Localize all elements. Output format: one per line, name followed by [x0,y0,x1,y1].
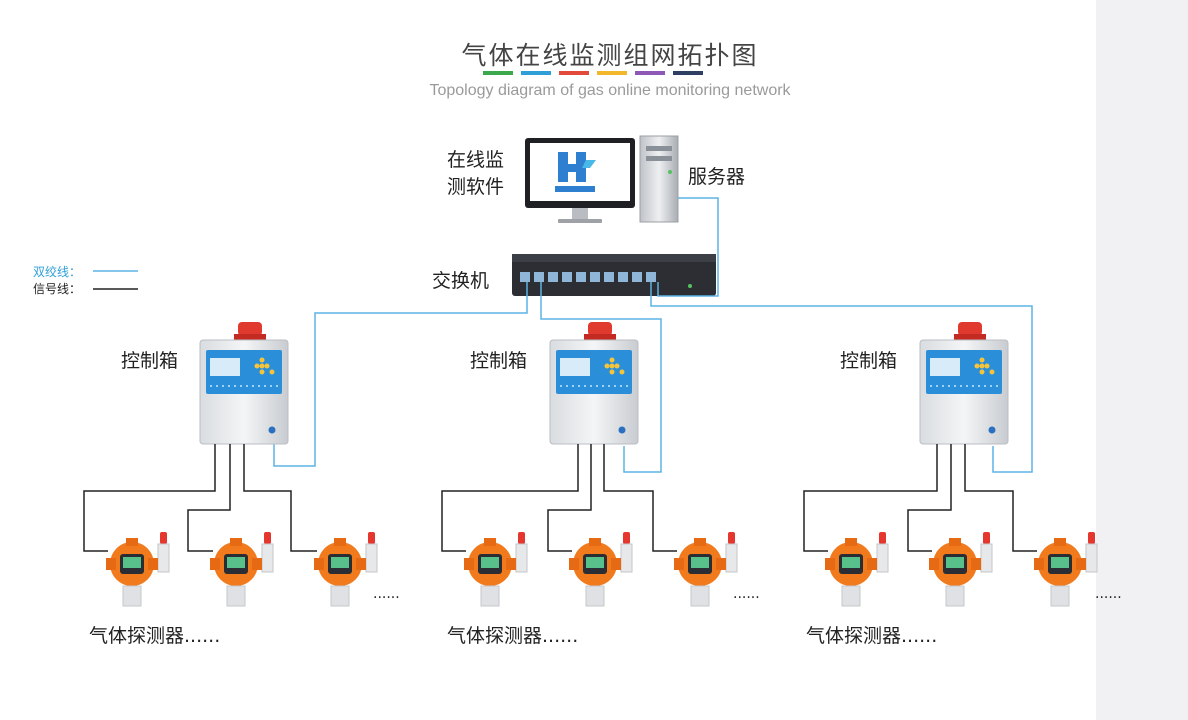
gas-detector-3-1 [824,531,889,607]
control-box-2 [549,321,639,445]
title-bar-6 [673,71,703,75]
page-subtitle: Topology diagram of gas online monitorin… [429,82,791,99]
title-bar-2 [521,71,551,75]
gas-detector-2-1 [463,531,528,607]
detector-label-1: 气体探测器...... [89,625,221,647]
gas-detector-3-2 [928,531,993,607]
page-title: 气体在线监测组网拓扑图 [461,41,759,70]
control-box-label-3: 控制箱 [840,350,898,372]
legend-signal-label: 信号线： [33,282,82,296]
server-icon [639,135,679,223]
switch-label: 交换机 [432,270,490,292]
gas-detector-2-2 [568,531,633,607]
title-bar-4 [597,71,627,75]
detector-ellipsis-1: ...... [373,586,400,602]
gas-detector-1-2 [209,531,274,607]
title-bar-5 [635,71,665,75]
gas-detector-1-3 [313,531,378,607]
control-box-label-2: 控制箱 [470,350,528,372]
detector-ellipsis-3: ...... [1095,586,1122,602]
gas-detector-3-3 [1033,531,1098,607]
server-label: 服务器 [688,166,746,188]
title-bar-3 [559,71,589,75]
software-label-line1: 在线监 [447,149,505,171]
monitor-icon [525,138,635,223]
legend-twisted-pair-label: 双绞线： [33,265,82,279]
signal-lines [83,444,1037,552]
control-box-1 [199,321,289,445]
detector-ellipsis-2: ...... [733,586,760,602]
network-switch-icon [512,254,716,296]
right-margin-strip [1096,0,1188,720]
control-box-label-1: 控制箱 [121,350,179,372]
control-box-3 [919,321,1009,445]
twisted-pair-lines [273,197,1033,473]
software-label-line2: 测软件 [447,176,505,198]
title-bar-1 [483,71,513,75]
gas-detector-1-1 [105,531,170,607]
gas-detector-2-3 [673,531,738,607]
detector-label-2: 气体探测器...... [447,625,579,647]
detector-label-3: 气体探测器...... [806,625,938,647]
